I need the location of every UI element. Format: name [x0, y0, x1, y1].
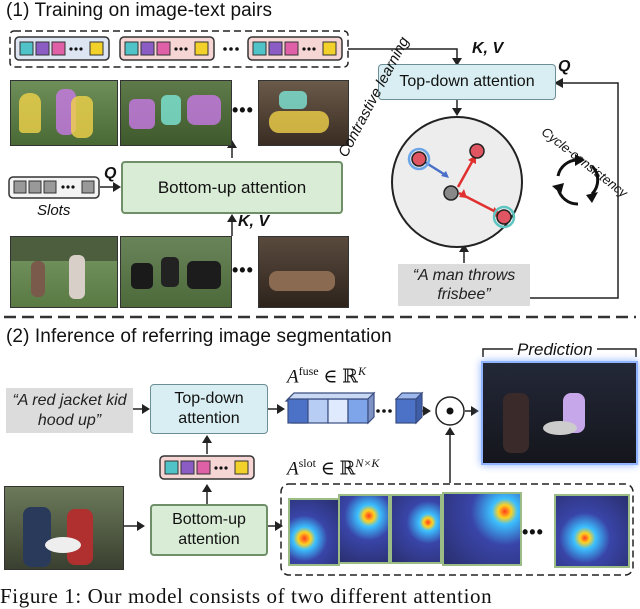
fuse-vector: [284, 391, 424, 425]
a-fuse-symbol: A: [287, 366, 299, 388]
a-slot-rest: ∈ ℝ: [315, 458, 356, 480]
prediction-label: Prediction: [513, 340, 597, 360]
point-bottom-right: [496, 209, 512, 225]
slot-map-5: [554, 494, 630, 568]
kv-label-bottom: K, V: [238, 213, 270, 230]
ellipsis-row2: •••: [232, 260, 254, 280]
point-top-right: [469, 143, 485, 159]
a-fuse-label: Afuse ∈ ℝK: [287, 364, 366, 388]
slot-map-3: [390, 494, 442, 564]
a-fuse-sup: fuse: [298, 364, 319, 378]
point-anchor: [443, 185, 459, 201]
slot-strip-2: [119, 36, 215, 61]
slots-strip: [8, 176, 100, 199]
slot-strip-1: [14, 36, 110, 61]
bottom-up-attention-infer: Bottom-up attention: [150, 504, 268, 556]
segmented-image-1: [10, 80, 118, 146]
raw-image-3: [258, 236, 349, 308]
a-slot-symbol: A: [287, 458, 299, 480]
kv-arrow-top: [348, 48, 458, 60]
a-fuse-exp: K: [357, 364, 366, 378]
training-caption-quote: “A man throws frisbee”: [398, 264, 530, 306]
slot-strip-inference: [159, 455, 255, 480]
segmented-image-2: [120, 80, 232, 146]
ellipsis-row1: •••: [232, 100, 254, 120]
a-slot-exp: N×K: [355, 456, 380, 470]
a-slot-label: Aslot ∈ ℝN×K: [287, 456, 379, 480]
slots-label: Slots: [37, 202, 71, 219]
section2-title: (2) Inference of referring image segment…: [6, 326, 392, 347]
slot-map-4: [442, 492, 522, 566]
q-label-top: Q: [558, 58, 571, 75]
slot-strip-3: [247, 36, 343, 61]
referring-expression-quote: “A red jacket kid hood up”: [6, 388, 133, 433]
a-fuse-rest: ∈ ℝ: [318, 366, 358, 388]
slot-strips-group: [9, 30, 349, 68]
bottom-up-attention-train: Bottom-up attention: [121, 161, 343, 214]
point-neg-left: [411, 151, 427, 167]
segmented-image-3: [258, 80, 349, 146]
section1-title: (1) Training on image-text pairs: [6, 0, 273, 21]
q-feedback-arrow: [464, 82, 619, 299]
top-down-attention-train: Top-down attention: [378, 64, 556, 100]
raw-image-2: [120, 236, 232, 308]
a-slot-sup: slot: [298, 456, 316, 470]
raw-image-1: [10, 236, 118, 308]
ellipsis-slot-maps: •••: [522, 522, 544, 542]
kv-label-top: K, V: [472, 40, 504, 57]
q-label-left: Q: [104, 165, 117, 182]
slot-maps-group: [280, 483, 634, 576]
slot-map-2: [338, 494, 390, 564]
top-down-attention-infer: Top-down attention: [150, 384, 268, 434]
prediction-image: [481, 361, 638, 465]
input-image: [4, 486, 124, 570]
slot-map-1: [288, 498, 340, 566]
figure-caption: Figure 1: Our model consists of two diff…: [0, 584, 493, 608]
